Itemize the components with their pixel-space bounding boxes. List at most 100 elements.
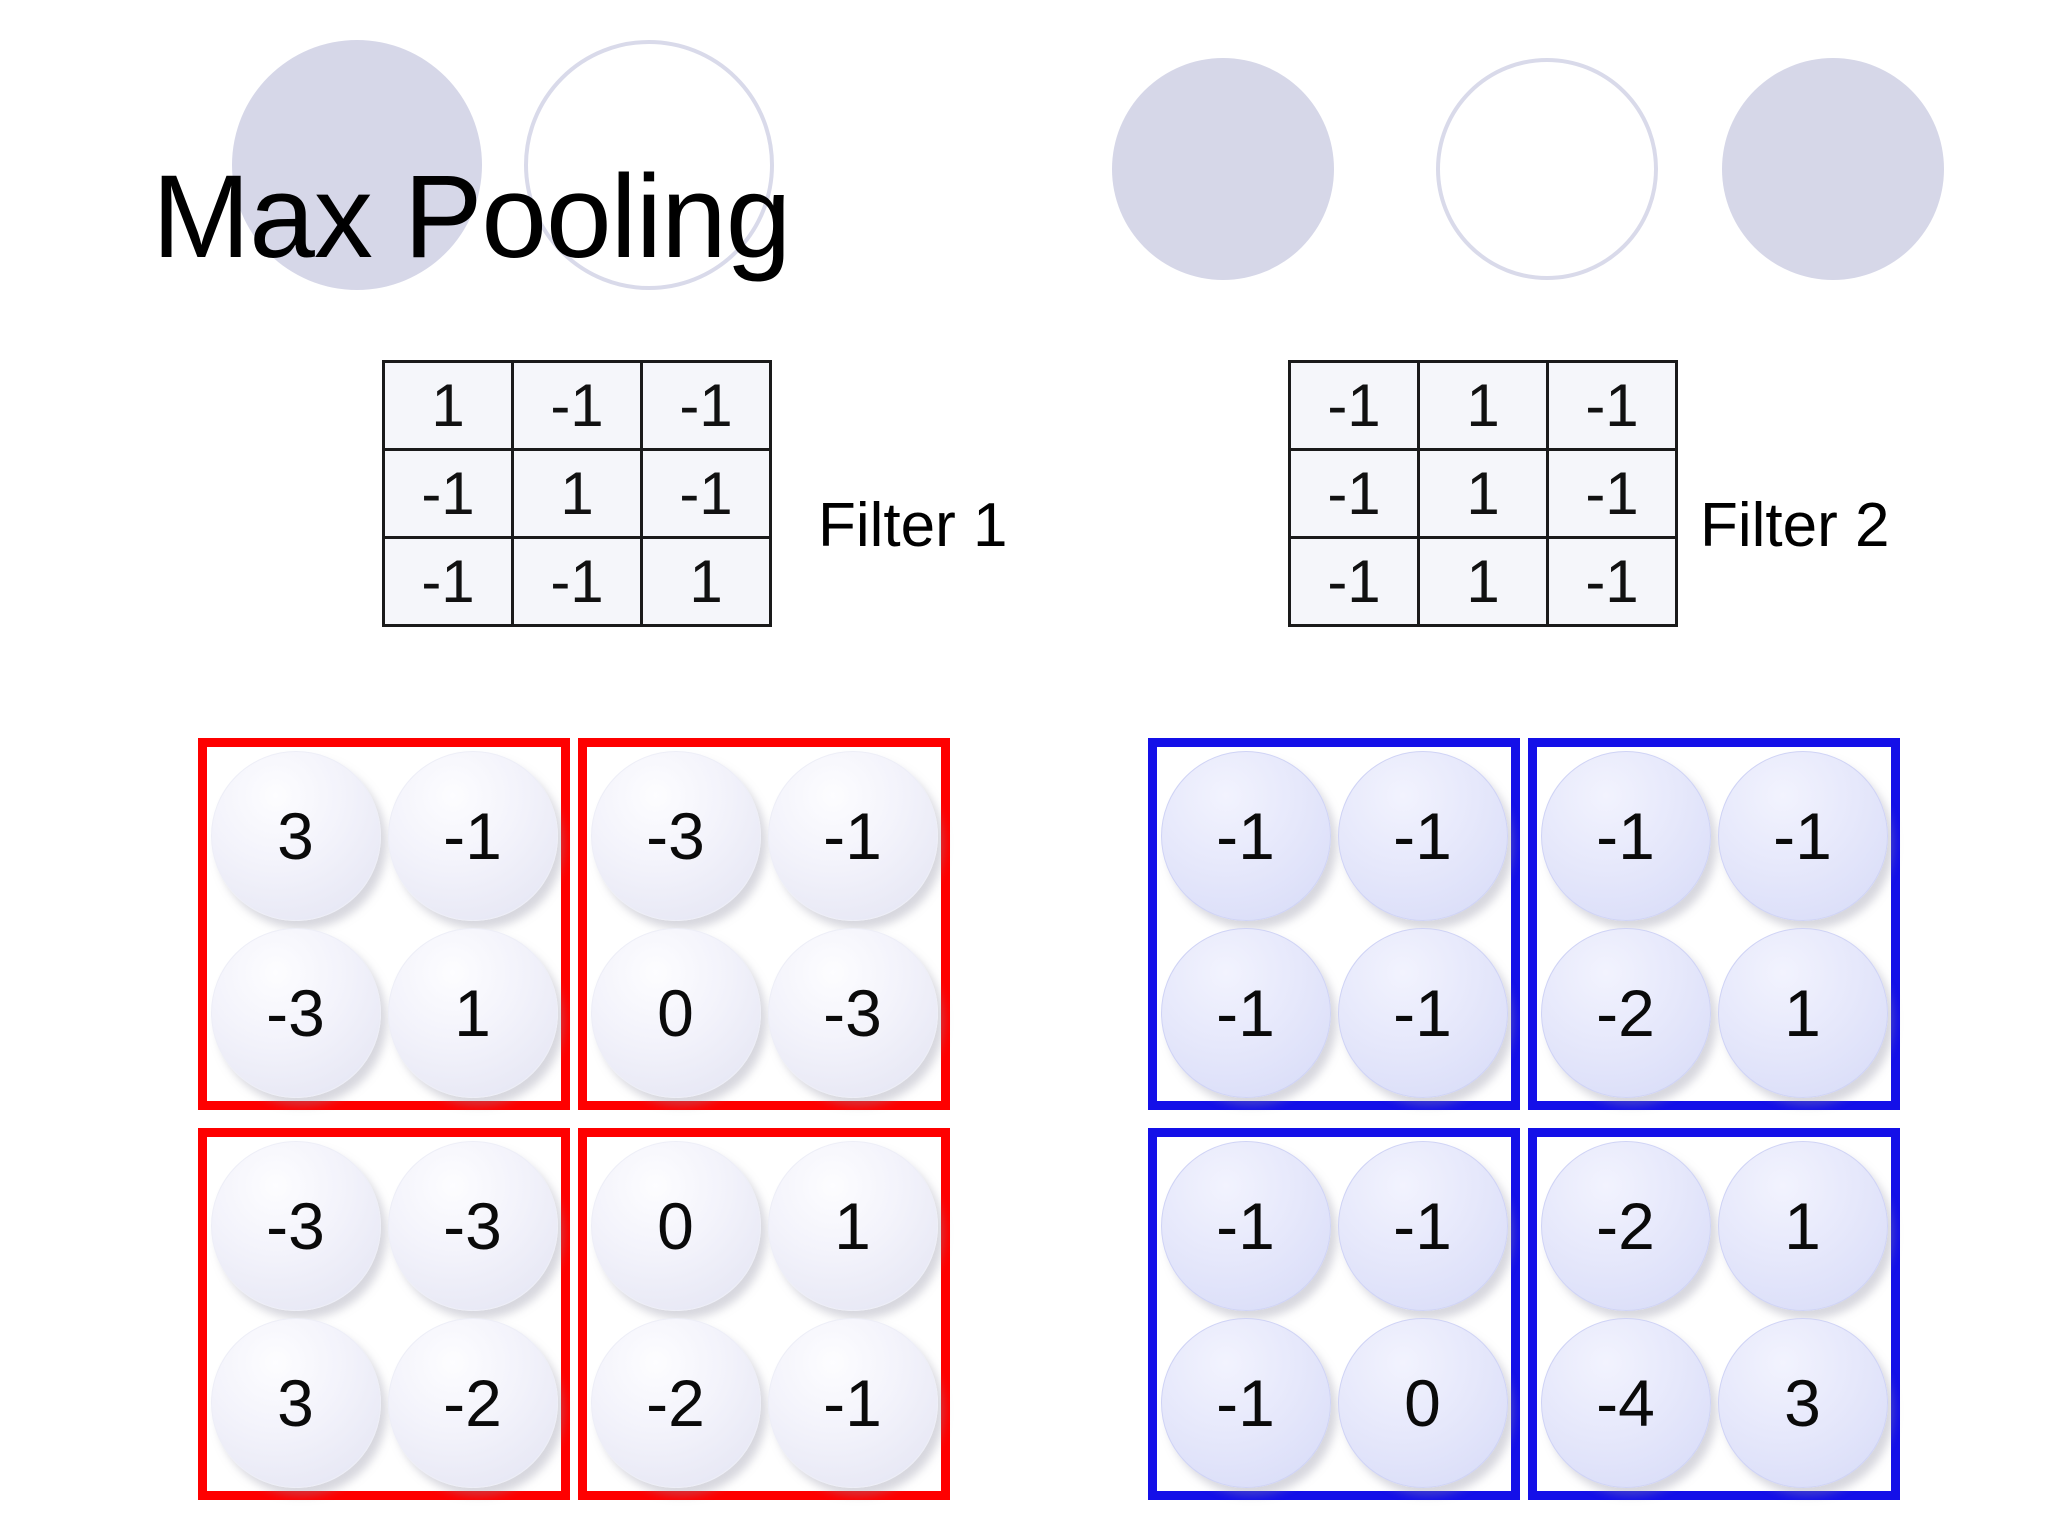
filter-cell: -1 [1546, 536, 1678, 627]
pool-cell: -1 [1157, 747, 1334, 924]
value-bubble: -3 [590, 750, 761, 921]
value-bubble: -2 [387, 1317, 558, 1488]
pool-group-blue-bottom-left: -1 -1 -1 0 [1148, 1128, 1520, 1500]
filter-cell: -1 [511, 536, 643, 627]
top-right-circle-2-icon [1436, 58, 1658, 280]
pool-cell-grid: -3 -3 3 -2 [207, 1137, 561, 1491]
bubble-value: -1 [1216, 798, 1275, 873]
pool-cell: -2 [384, 1314, 561, 1491]
pool-cell: -2 [1537, 924, 1714, 1101]
value-bubble: -1 [1160, 927, 1331, 1098]
bubble-value: -1 [823, 798, 882, 873]
pool-group-red-bottom-left: -3 -3 3 -2 [198, 1128, 570, 1500]
value-bubble: -1 [1160, 1140, 1331, 1311]
pool-group-red-top-left: 3-1 -3 1 [198, 738, 570, 1110]
top-right-circle-1-icon [1112, 58, 1334, 280]
pool-cell: -1 [764, 1314, 941, 1491]
value-bubble: -1 [1337, 927, 1508, 1098]
value-bubble: 3 [1717, 1317, 1888, 1488]
value-bubble: -1 [1337, 1140, 1508, 1311]
value-bubble: 1 [1717, 1140, 1888, 1311]
value-bubble: -1 [387, 750, 558, 921]
pool-cell: -1 [1334, 924, 1511, 1101]
pool-cell: 3 [1714, 1314, 1891, 1491]
filter-cell: -1 [640, 448, 772, 539]
bubble-value: 1 [834, 1188, 871, 1263]
value-bubble: 3 [210, 1317, 381, 1488]
value-bubble: -4 [1540, 1317, 1711, 1488]
value-bubble: 0 [590, 1140, 761, 1311]
pool-cell: 0 [587, 924, 764, 1101]
page-title: Max Pooling [152, 151, 791, 283]
pool-cell: 3 [207, 1314, 384, 1491]
value-bubble: 0 [590, 927, 761, 1098]
pool-cell: -1 [1157, 1137, 1334, 1314]
pool-cell-grid: -2 1 -4 3 [1537, 1137, 1891, 1491]
bubble-value: 1 [1784, 975, 1821, 1050]
value-bubble: -1 [767, 750, 938, 921]
value-bubble: -1 [1717, 750, 1888, 921]
filter-cell: -1 [640, 360, 772, 451]
pool-cell: 1 [764, 1137, 941, 1314]
value-bubble: -3 [387, 1140, 558, 1311]
value-bubble: 1 [767, 1140, 938, 1311]
bubble-value: 3 [1784, 1365, 1821, 1440]
bubble-value: 0 [657, 1188, 694, 1263]
pool-cell: -1 [1157, 924, 1334, 1101]
pool-cell: -1 [764, 747, 941, 924]
bubble-value: -3 [266, 1188, 325, 1263]
bubble-value: 0 [1404, 1365, 1441, 1440]
bubble-value: -1 [823, 1365, 882, 1440]
filter-cell: 1 [1417, 360, 1549, 451]
pool-cell: 3 [207, 747, 384, 924]
value-bubble: -1 [1337, 750, 1508, 921]
pool-cell: -3 [207, 1137, 384, 1314]
pool-group-blue-bottom-right: -2 1 -4 3 [1528, 1128, 1900, 1500]
bubble-value: -3 [266, 975, 325, 1050]
bubble-value: -3 [443, 1188, 502, 1263]
value-bubble: -2 [590, 1317, 761, 1488]
pool-cell: 1 [1714, 1137, 1891, 1314]
title-circle-outline-icon [524, 40, 774, 290]
pool-cell-grid: -1 -1 -2 1 [1537, 747, 1891, 1101]
filter-cell: 1 [382, 360, 514, 451]
filter-cell: -1 [382, 448, 514, 539]
value-bubble: -1 [1540, 750, 1711, 921]
filter-cell: -1 [382, 536, 514, 627]
pool-group-blue-top-right: -1 -1 -2 1 [1528, 738, 1900, 1110]
pool-cell: -2 [1537, 1137, 1714, 1314]
bubble-value: 0 [657, 975, 694, 1050]
pool-cell: 0 [587, 1137, 764, 1314]
pool-cell-grid: -1-1-1-1 [1157, 747, 1511, 1101]
bubble-value: -4 [1596, 1365, 1655, 1440]
top-right-circle-3-icon [1722, 58, 1944, 280]
filter-cell: 1 [640, 536, 772, 627]
value-bubble: -3 [210, 1140, 381, 1311]
bubble-value: -1 [1393, 1188, 1452, 1263]
value-bubble: -1 [767, 1317, 938, 1488]
filter-2-label: Filter 2 [1700, 491, 1890, 560]
value-bubble: 0 [1337, 1317, 1508, 1488]
title-circle-filled-icon [232, 40, 482, 290]
bubble-value: -2 [443, 1365, 502, 1440]
pool-cell: -3 [207, 924, 384, 1101]
bubble-value: -2 [646, 1365, 705, 1440]
bubble-value: -1 [1773, 798, 1832, 873]
value-bubble: 1 [387, 927, 558, 1098]
pool-cell: 1 [384, 924, 561, 1101]
value-bubble: -1 [1160, 1317, 1331, 1488]
bubble-value: -1 [1216, 1188, 1275, 1263]
pool-cell: -1 [1537, 747, 1714, 924]
bubble-value: -1 [1393, 798, 1452, 873]
bubble-value: -1 [1596, 798, 1655, 873]
bubble-value: 1 [1784, 1188, 1821, 1263]
bubble-value: -2 [1596, 1188, 1655, 1263]
pool-cell: -3 [587, 747, 764, 924]
